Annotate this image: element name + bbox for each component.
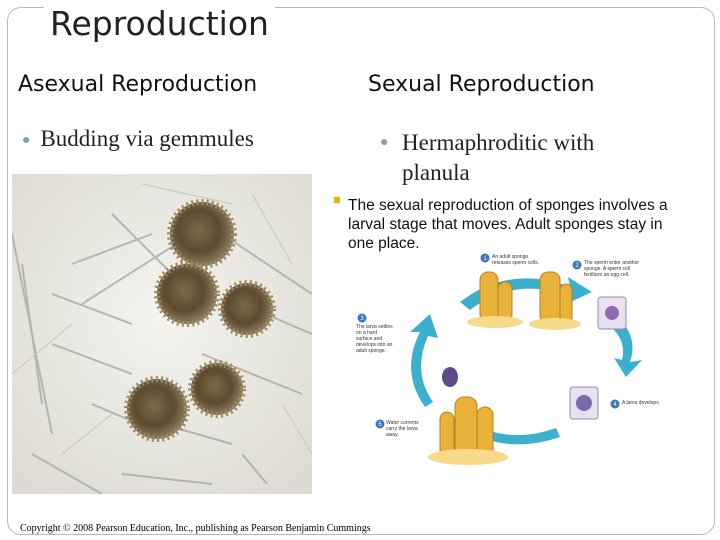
bullet-budding-text: Budding via gemmules bbox=[40, 126, 254, 151]
egg-cell-figure bbox=[605, 306, 619, 320]
larva-figure bbox=[442, 367, 458, 387]
step-marker-3 bbox=[357, 313, 367, 323]
step-number-5: 5 bbox=[378, 422, 382, 428]
bullet-dot-icon: ● bbox=[380, 135, 389, 150]
asexual-heading: Asexual Reproduction bbox=[18, 72, 258, 97]
step-marker-1 bbox=[480, 253, 490, 263]
bullet-dot-icon: ● bbox=[22, 132, 31, 148]
lifecycle-illustration: 1 2 3 4 5 An adult sponge releases sperm… bbox=[356, 253, 661, 465]
step-markers: 1 2 3 4 5 bbox=[357, 253, 620, 429]
sexual-heading: Sexual Reproduction bbox=[368, 72, 595, 97]
sponge-figures bbox=[439, 271, 573, 458]
bullet-hermaphroditic: ● Hermaphroditic with planula bbox=[380, 128, 640, 188]
diagram-caption: The sexual reproduction of sponges invol… bbox=[348, 197, 668, 252]
step-label-1: An adult sponge releases sperm cells. bbox=[492, 254, 539, 266]
sponge-bases bbox=[428, 316, 581, 465]
step-number-2: 2 bbox=[575, 263, 579, 269]
step-number-3: 3 bbox=[360, 316, 364, 322]
slide-title: Reproduction bbox=[44, 4, 275, 44]
step-marker-2 bbox=[572, 260, 582, 270]
step-label-5: Water currents carry the larva away. bbox=[386, 420, 419, 438]
bullet-hermaphroditic-text: Hermaphroditic with planula bbox=[402, 130, 595, 185]
step-number-4: 4 bbox=[613, 402, 617, 408]
step-number-1: 1 bbox=[483, 256, 487, 262]
step-marker-5 bbox=[375, 419, 385, 429]
step-label-2: The sperm enter another sponge. A sperm … bbox=[584, 260, 640, 278]
step-label-3: The larva settles on a hard surface and … bbox=[356, 324, 393, 354]
larva-zoom-figure bbox=[576, 395, 592, 411]
bullet-budding: ● Budding via gemmules bbox=[22, 124, 254, 156]
diagram-bullet-icon bbox=[334, 197, 340, 203]
micrograph-image bbox=[12, 174, 312, 494]
step-marker-4 bbox=[610, 399, 620, 409]
copyright-notice: Copyright © 2008 Pearson Education, Inc.… bbox=[20, 523, 371, 534]
step-labels: An adult sponge releases sperm cells. Th… bbox=[356, 254, 661, 438]
gemmule-cluster bbox=[124, 199, 276, 442]
gemmules-micrograph bbox=[12, 174, 312, 494]
sponge-lifecycle-diagram: The sexual reproduction of sponges invol… bbox=[330, 192, 680, 472]
step-label-4: A larva develops. bbox=[622, 400, 661, 406]
